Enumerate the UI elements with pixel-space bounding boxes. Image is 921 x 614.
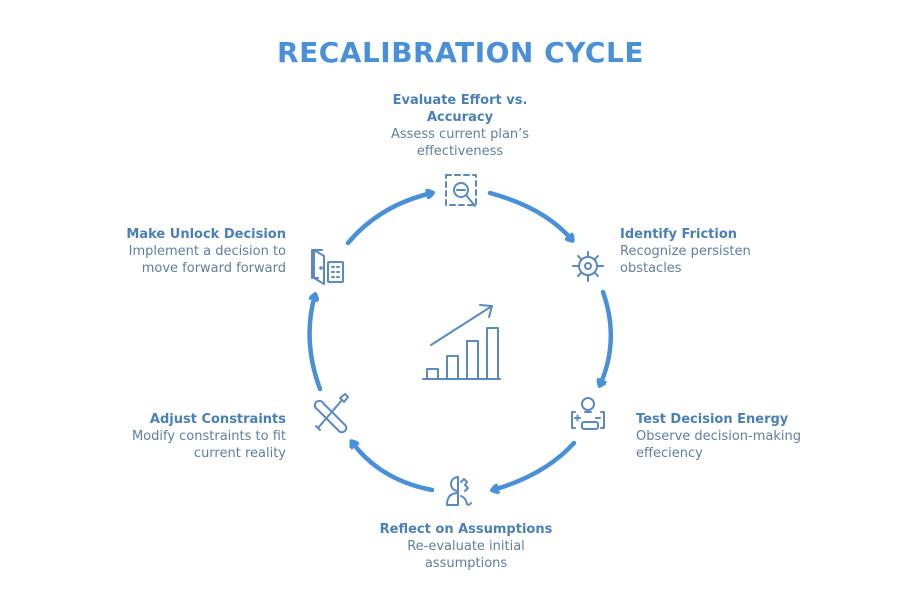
step-description: Modify constraints to fit current realit… [131,429,286,461]
head-gear-icon [446,476,472,506]
step-identify: Identify Friction Recognize persisten ob… [620,226,820,277]
diagram-title: RECALIBRATION CYCLE [277,36,644,69]
step-adjust: Adjust Constraints Modify constraints to… [86,411,286,462]
wrench-screwdriver-icon [313,393,349,434]
step-heading: Adjust Constraints [149,412,286,427]
step-description: Implement a decision to move forward for… [128,244,286,276]
arrow-test-to-reflect [493,440,577,490]
step-description: Recognize persisten obstacles [620,244,751,276]
step-description: Re-evaluate initial assumptions [407,539,525,571]
arrow-evaluate-to-identify [487,190,572,240]
step-heading: Test Decision Energy [636,412,789,427]
step-heading: Make Unlock Decision [126,227,286,242]
step-heading: Identify Friction [620,227,738,242]
lightbulb-battery-icon [571,397,605,430]
step-description: Assess current plan’s effectiveness [390,127,530,159]
step-test: Test Decision Energy Observe decision-ma… [636,411,856,462]
arrow-reflect-to-adjust [352,442,435,493]
step-description: Observe decision-making effeciency [636,429,801,461]
arrow-adjust-to-unlock [307,295,323,392]
door-building-icon [311,249,344,285]
step-unlock: Make Unlock Decision Implement a decisio… [86,226,286,277]
step-evaluate: Evaluate Effort vs. Accuracy Assess curr… [360,92,560,160]
arrow-identify-to-test [600,289,613,385]
step-heading: Evaluate Effort vs. Accuracy [392,93,528,125]
magnify-search-icon [445,174,477,207]
arrow-unlock-to-evaluate [345,193,432,246]
step-reflect: Reflect on Assumptions Re-evaluate initi… [346,521,586,572]
step-heading: Reflect on Assumptions [379,522,553,537]
gear-sun-icon [572,251,604,282]
